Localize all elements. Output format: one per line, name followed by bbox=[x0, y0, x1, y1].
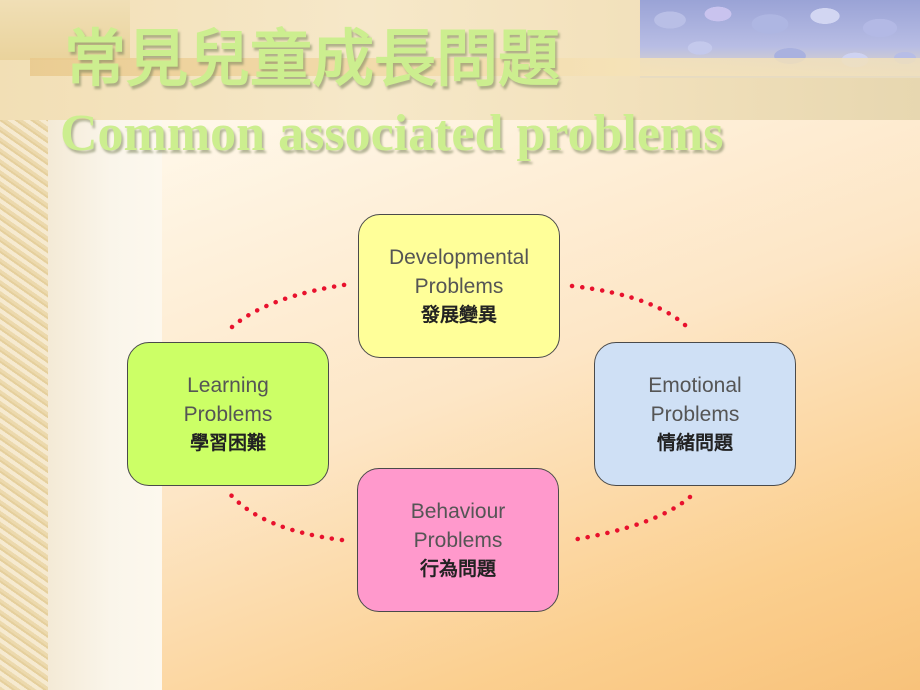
node-behaviour-line1: Behaviour bbox=[410, 500, 506, 523]
connector-learning-to-developmental bbox=[229, 281, 353, 330]
node-emotional-problems: Emotional Problems 情緒問題 bbox=[594, 342, 796, 486]
connector-developmental-to-emotional bbox=[569, 283, 695, 335]
node-behaviour-problems: Behaviour Problems 行為問題 bbox=[357, 468, 559, 612]
node-behaviour-line2: Problems bbox=[413, 529, 503, 552]
node-developmental-line1: Developmental bbox=[388, 246, 530, 269]
node-emotional-chinese: 情緒問題 bbox=[656, 432, 733, 454]
node-emotional-line2: Problems bbox=[650, 403, 740, 426]
node-learning-chinese: 學習困難 bbox=[189, 432, 266, 454]
node-behaviour-chinese: 行為問題 bbox=[419, 558, 496, 580]
connector-behaviour-to-learning bbox=[227, 491, 345, 543]
node-emotional-line1: Emotional bbox=[648, 374, 742, 397]
node-learning-line2: Problems bbox=[183, 403, 273, 426]
slide-title-english: Common associated problems bbox=[60, 105, 724, 162]
slide-title-chinese: 常見兒童成長問題 bbox=[64, 22, 561, 95]
node-learning-problems: Learning Problems 學習困難 bbox=[127, 342, 329, 486]
node-developmental-line2: Problems bbox=[414, 275, 504, 298]
background-sand-corner bbox=[0, 0, 130, 60]
background-title-strip bbox=[30, 58, 920, 76]
node-learning-line1: Learning bbox=[187, 374, 269, 397]
node-developmental-chinese: 發展變異 bbox=[420, 304, 497, 326]
connector-emotional-to-behaviour bbox=[569, 494, 693, 543]
node-developmental-problems: Developmental Problems 發展變異 bbox=[358, 214, 560, 358]
